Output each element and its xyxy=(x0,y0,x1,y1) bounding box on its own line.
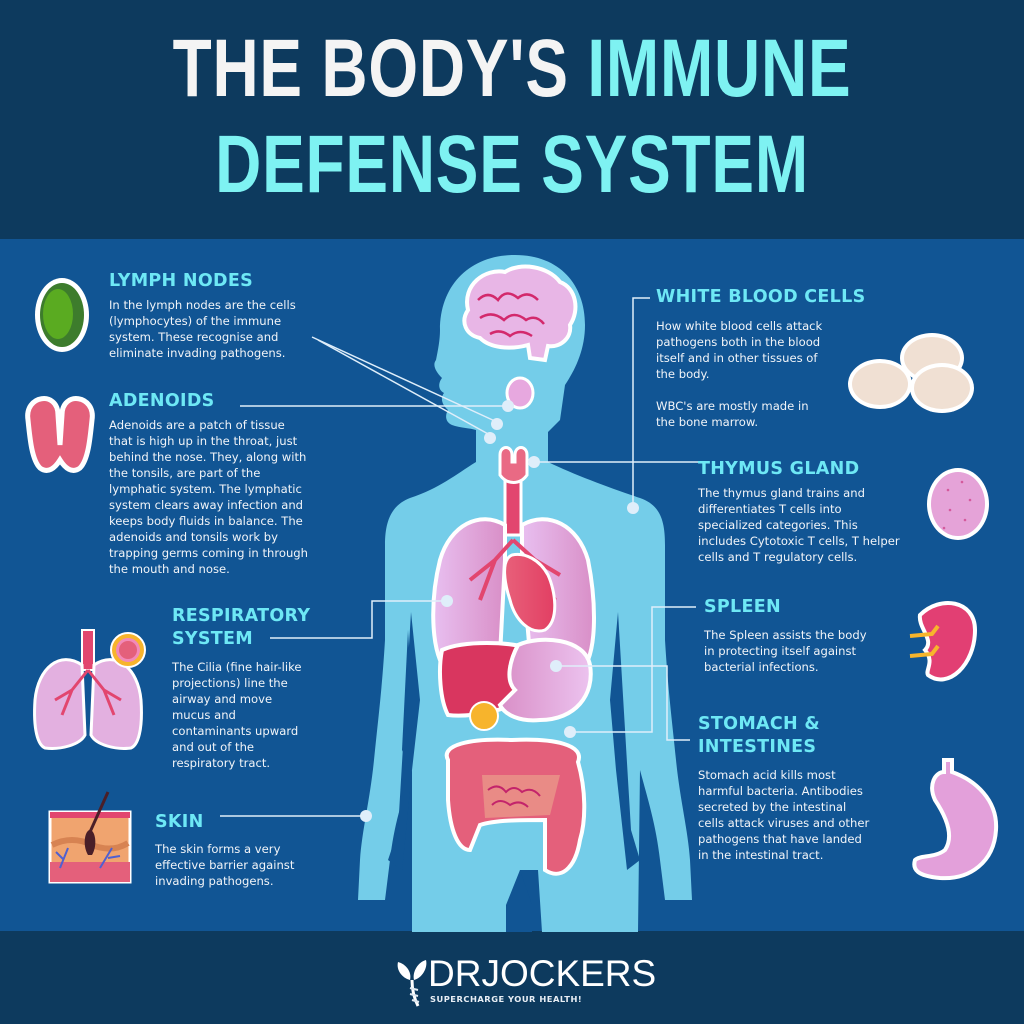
section-adenoids: ADENOIDS Adenoids are a patch of tissue … xyxy=(109,390,349,577)
page-title-line2: DEFENSE SYSTEM xyxy=(215,119,809,210)
white-blood-cells-icon xyxy=(848,333,974,413)
brand-tagline: SUPERCHARGE YOUR HEALTH! xyxy=(430,994,583,1004)
section-lymph-nodes: LYMPH NODES In the lymph nodes are the c… xyxy=(109,270,339,361)
brain-icon xyxy=(462,264,578,363)
section-body: In the lymph nodes are the cells (lympho… xyxy=(109,298,296,360)
section-white-blood-cells: WHITE BLOOD CELLS How white blood cells … xyxy=(656,286,916,430)
lungs-icon xyxy=(33,629,146,750)
section-title-line1: STOMACH & xyxy=(698,714,820,734)
brand-logo[interactable]: DRJOCKERS SUPERCHARGE YOUR HEALTH! xyxy=(386,952,656,1012)
header-banner: THE BODY'S IMMUNE DEFENSE SYSTEM xyxy=(0,0,1024,239)
title-part-white: THE BODY'S xyxy=(172,23,569,114)
brand-logo-leaf xyxy=(397,960,427,1007)
section-body: Adenoids are a patch of tissue that is h… xyxy=(109,418,309,576)
skin-cross-section-icon xyxy=(48,791,132,884)
section-thymus-gland: THYMUS GLAND The thymus gland trains and… xyxy=(698,458,908,565)
section-respiratory-system: RESPIRATORY SYSTEM The Cilia (fine hair-… xyxy=(172,605,332,771)
section-body: The skin forms a very effective barrier … xyxy=(155,842,295,888)
section-title-line2: INTESTINES xyxy=(698,737,817,757)
footer-banner xyxy=(0,931,1024,1024)
section-stomach-intestines: STOMACH & INTESTINES Stomach acid kills … xyxy=(698,713,898,863)
section-title-line2: SYSTEM xyxy=(172,629,253,649)
leg-gap xyxy=(506,870,532,932)
brand-name: DRJOCKERS xyxy=(428,953,657,994)
section-body: Stomach acid kills most harmful bacteria… xyxy=(698,768,870,862)
connector-dots xyxy=(360,400,639,822)
arm-gap-right xyxy=(610,612,640,870)
section-body: The Cilia (fine hair-like projections) l… xyxy=(172,660,302,770)
pancreas xyxy=(469,701,499,731)
small-intestine xyxy=(482,775,560,818)
section-title: WHITE BLOOD CELLS xyxy=(656,287,866,307)
stomach-icon xyxy=(912,758,999,881)
page-title-line1: THE BODY'S IMMUNE xyxy=(113,28,912,110)
adenoids-icon xyxy=(25,396,95,473)
section-body: The Spleen assists the body in protectin… xyxy=(704,628,867,674)
section-title: SKIN xyxy=(155,812,204,832)
section-title: ADENOIDS xyxy=(109,391,215,411)
section-body: How white blood cells attack pathogens b… xyxy=(656,319,823,429)
section-title: SPLEEN xyxy=(704,597,781,617)
heart xyxy=(503,552,557,633)
lymph-node-blob xyxy=(505,376,535,410)
section-title-line1: RESPIRATORY xyxy=(172,606,311,626)
arm-gap-left xyxy=(388,612,420,870)
thymus-cell-icon xyxy=(927,468,989,540)
section-title: LYMPH NODES xyxy=(109,271,253,291)
section-skin: SKIN The skin forms a very effective bar… xyxy=(155,811,325,889)
stomach xyxy=(497,637,593,723)
title-part-cyan: IMMUNE xyxy=(587,23,852,114)
section-spleen: SPLEEN The Spleen assists the body in pr… xyxy=(704,596,884,675)
lymphocyte-cell-icon xyxy=(35,278,89,352)
section-body: The thymus gland trains and differentiat… xyxy=(698,486,900,564)
connector-lines xyxy=(220,297,700,817)
trachea xyxy=(498,446,529,537)
section-title: THYMUS GLAND xyxy=(698,459,860,479)
spleen-icon xyxy=(909,601,978,682)
